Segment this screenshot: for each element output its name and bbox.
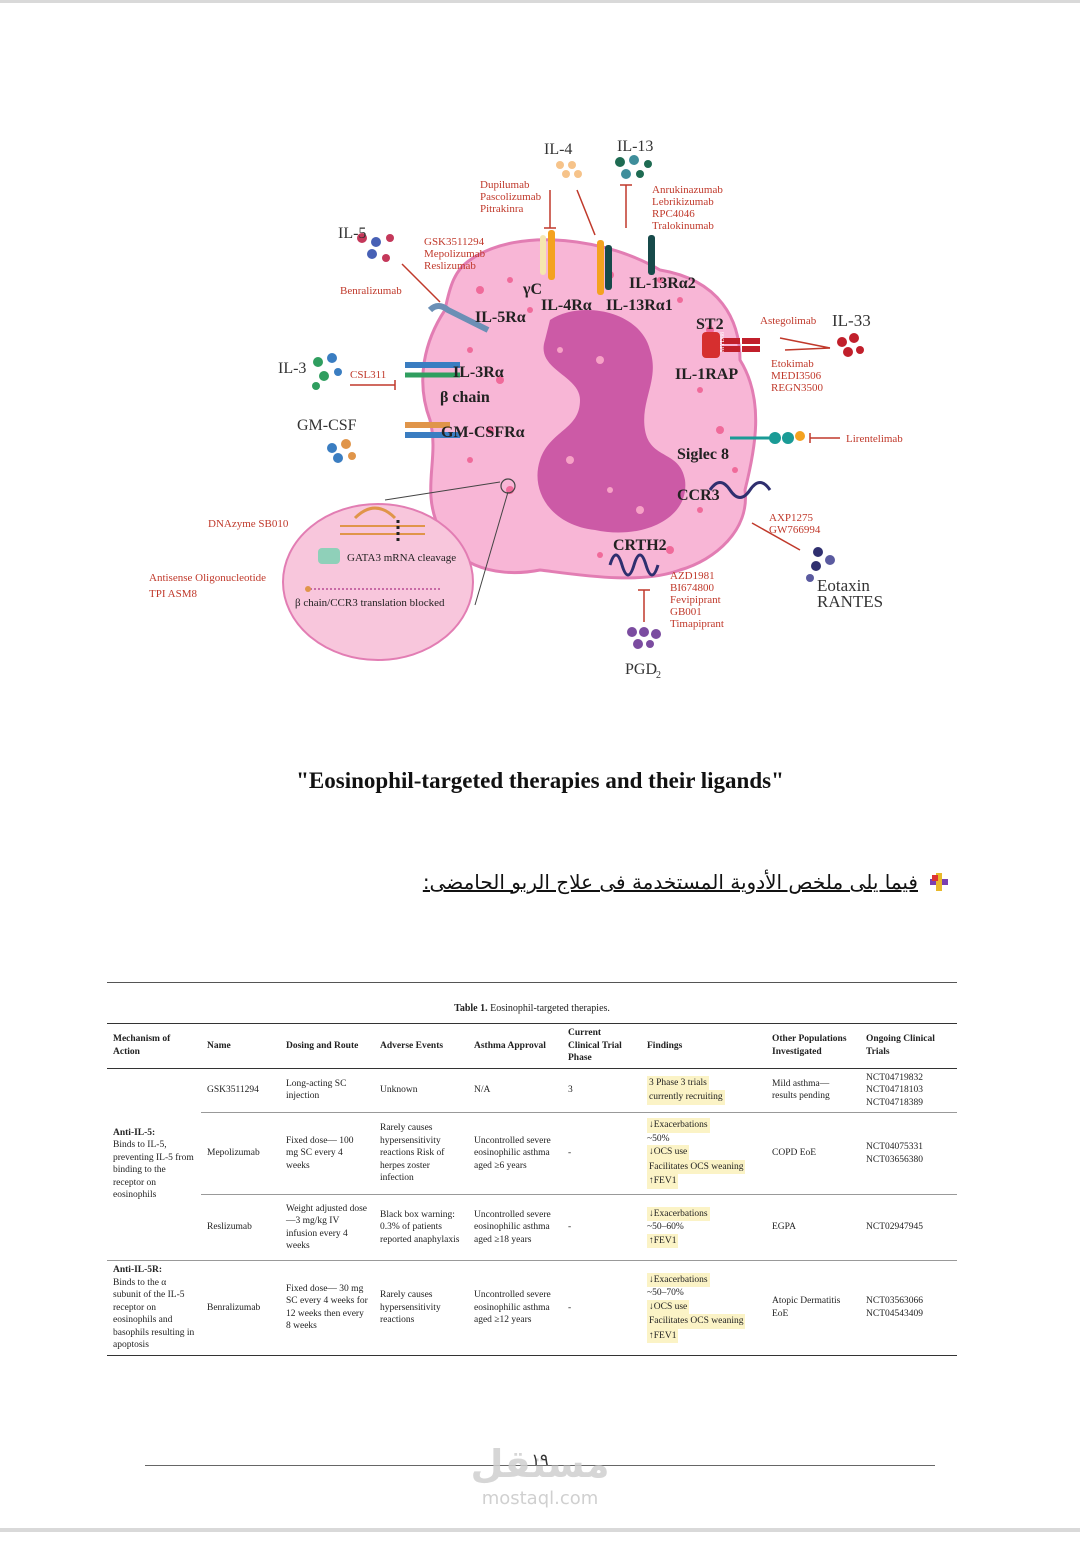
watermark-site: mostaql.com bbox=[481, 1488, 599, 1509]
table-title: Table 1. Eosinophil-targeted therapies. bbox=[454, 1003, 610, 1014]
col-dosing: Dosing and Route bbox=[280, 1023, 374, 1069]
col-trials: Ongoing Clinical Trials bbox=[860, 1023, 957, 1069]
svg-text:RPC4046: RPC4046 bbox=[652, 208, 695, 220]
svg-text:IL-1RAP: IL-1RAP bbox=[675, 366, 738, 383]
svg-text:Pascolizumab: Pascolizumab bbox=[480, 191, 542, 203]
col-phase: Current Clinical Trial Phase bbox=[562, 1023, 641, 1069]
svg-text:GB001: GB001 bbox=[670, 606, 702, 618]
svg-text:MYD88: MYD88 bbox=[720, 332, 726, 352]
svg-text:Etokimab: Etokimab bbox=[771, 358, 814, 370]
top-border bbox=[0, 0, 1080, 3]
il4-ligand bbox=[556, 161, 582, 178]
figure-caption: "Eosinophil-targeted therapies and their… bbox=[296, 768, 784, 793]
svg-text:TPI ASM8: TPI ASM8 bbox=[149, 588, 197, 600]
svg-text:Benralizumab: Benralizumab bbox=[340, 285, 402, 297]
page-number: ١٩ bbox=[531, 1450, 549, 1469]
therapies-table-section: Table 1. Eosinophil-targeted therapies. … bbox=[107, 982, 957, 1356]
svg-text:IL-13Rα1: IL-13Rα1 bbox=[606, 297, 673, 314]
svg-text:Anrukinazumab: Anrukinazumab bbox=[652, 184, 723, 196]
svg-text:2: 2 bbox=[656, 670, 661, 681]
svg-text:Mepolizumab: Mepolizumab bbox=[424, 248, 486, 260]
svg-text:IL-3Rα: IL-3Rα bbox=[453, 364, 504, 381]
svg-text:Pitrakinra: Pitrakinra bbox=[480, 203, 523, 215]
svg-text:β chain/CCR3 translation block: β chain/CCR3 translation blocked bbox=[295, 597, 445, 609]
svg-text:Reslizumab: Reslizumab bbox=[424, 260, 476, 272]
svg-text:PGD: PGD bbox=[625, 661, 657, 678]
arabic-heading-text: فيما يلى ملخص الأدوية المستخدمة فى علاج … bbox=[422, 870, 918, 894]
svg-text:RANTES: RANTES bbox=[817, 592, 883, 611]
gmcsf-ligand bbox=[327, 439, 356, 463]
therapies-table: Mechanism of Action Name Dosing and Rout… bbox=[107, 1023, 957, 1356]
col-other: Other Populations Investigated bbox=[766, 1023, 860, 1069]
svg-text:IL-13: IL-13 bbox=[617, 138, 653, 155]
svg-text:Timapiprant: Timapiprant bbox=[670, 618, 724, 630]
svg-text:Dupilumab: Dupilumab bbox=[480, 179, 530, 191]
svg-text:GM-CSFRα: GM-CSFRα bbox=[441, 424, 525, 441]
table-row: Anti-IL-5R:Binds to the α subunit of the… bbox=[107, 1260, 957, 1356]
svg-text:REGN3500: REGN3500 bbox=[771, 382, 823, 394]
svg-text:IL-4Rα: IL-4Rα bbox=[541, 297, 592, 314]
svg-text:IL-4: IL-4 bbox=[544, 141, 572, 158]
svg-text:ST2: ST2 bbox=[696, 316, 724, 333]
svg-text:Tralokinumab: Tralokinumab bbox=[652, 220, 714, 232]
il33-ligand bbox=[837, 333, 864, 357]
mechanism-anti-il5: Anti-IL-5:Binds to IL-5, preventing IL-5… bbox=[113, 1127, 194, 1201]
col-mechanism: Mechanism of Action bbox=[107, 1023, 201, 1069]
svg-text:IL-13Rα2: IL-13Rα2 bbox=[629, 275, 696, 292]
eotaxin-ligand bbox=[806, 547, 835, 582]
col-findings: Findings bbox=[641, 1023, 766, 1069]
il13-ligand bbox=[615, 155, 652, 179]
svg-text:IL-5Rα: IL-5Rα bbox=[475, 309, 526, 326]
table-row: Mepolizumab Fixed dose— 100 mg SC every … bbox=[107, 1112, 957, 1195]
translation-inset bbox=[282, 503, 474, 661]
il5-ligand bbox=[357, 233, 394, 262]
mechanism-anti-il5r: Anti-IL-5R:Binds to the α subunit of the… bbox=[107, 1260, 201, 1356]
svg-text:γC: γC bbox=[522, 281, 542, 298]
svg-text:GM-CSF: GM-CSF bbox=[297, 417, 357, 434]
svg-text:CRTH2: CRTH2 bbox=[613, 537, 667, 554]
svg-text:GW766994: GW766994 bbox=[769, 524, 821, 536]
il3-ligand bbox=[312, 353, 342, 390]
table-row: Anti-IL-5:Binds to IL-5, preventing IL-5… bbox=[107, 1068, 957, 1201]
svg-text:IL-3: IL-3 bbox=[278, 360, 306, 377]
svg-text:IL-5: IL-5 bbox=[338, 225, 366, 242]
svg-text:Lirentelimab: Lirentelimab bbox=[846, 433, 903, 445]
col-adverse: Adverse Events bbox=[374, 1023, 468, 1069]
svg-text:Fevipiprant: Fevipiprant bbox=[670, 594, 721, 606]
arabic-heading: فيما يلى ملخص الأدوية المستخدمة فى علاج … bbox=[423, 870, 950, 894]
svg-text:AZD1981: AZD1981 bbox=[670, 570, 715, 582]
svg-text:BI674800: BI674800 bbox=[670, 582, 715, 594]
svg-text:Lebrikizumab: Lebrikizumab bbox=[652, 196, 714, 208]
col-name: Name bbox=[201, 1023, 280, 1069]
watermark-logo: مستقل bbox=[470, 1442, 610, 1486]
svg-text:Antisense Oligonucleotide: Antisense Oligonucleotide bbox=[149, 572, 266, 584]
svg-text:DNAzyme SB010: DNAzyme SB010 bbox=[208, 518, 289, 530]
pgd2-ligand bbox=[627, 627, 661, 649]
table-row: Reslizumab Weight adjusted dose—3 mg/kg … bbox=[107, 1194, 957, 1261]
col-approval: Asthma Approval bbox=[468, 1023, 562, 1069]
svg-text:Eotaxin: Eotaxin bbox=[817, 576, 870, 595]
eosinophil-diagram: IL-4 IL-13 IL-5 IL-3 GM-CSF IL-33 Eotaxi… bbox=[140, 130, 940, 690]
table-header-row: Mechanism of Action Name Dosing and Rout… bbox=[107, 1023, 957, 1069]
bottom-border bbox=[0, 1528, 1080, 1532]
nucleus bbox=[537, 310, 686, 533]
svg-text:GATA3 mRNA cleavage: GATA3 mRNA cleavage bbox=[347, 552, 456, 564]
svg-text:Siglec 8: Siglec 8 bbox=[677, 446, 729, 463]
svg-text:AXP1275: AXP1275 bbox=[769, 512, 814, 524]
bullet-icon bbox=[928, 871, 950, 893]
svg-text:CCR3: CCR3 bbox=[677, 487, 720, 504]
svg-text:GSK3511294: GSK3511294 bbox=[424, 236, 485, 248]
svg-text:MEDI3506: MEDI3506 bbox=[771, 370, 822, 382]
svg-text:Astegolimab: Astegolimab bbox=[760, 315, 817, 327]
svg-text:CSL311: CSL311 bbox=[350, 369, 386, 381]
svg-text:IL-33: IL-33 bbox=[832, 311, 871, 330]
footer-rule bbox=[145, 1465, 935, 1466]
svg-text:β chain: β chain bbox=[440, 389, 490, 406]
